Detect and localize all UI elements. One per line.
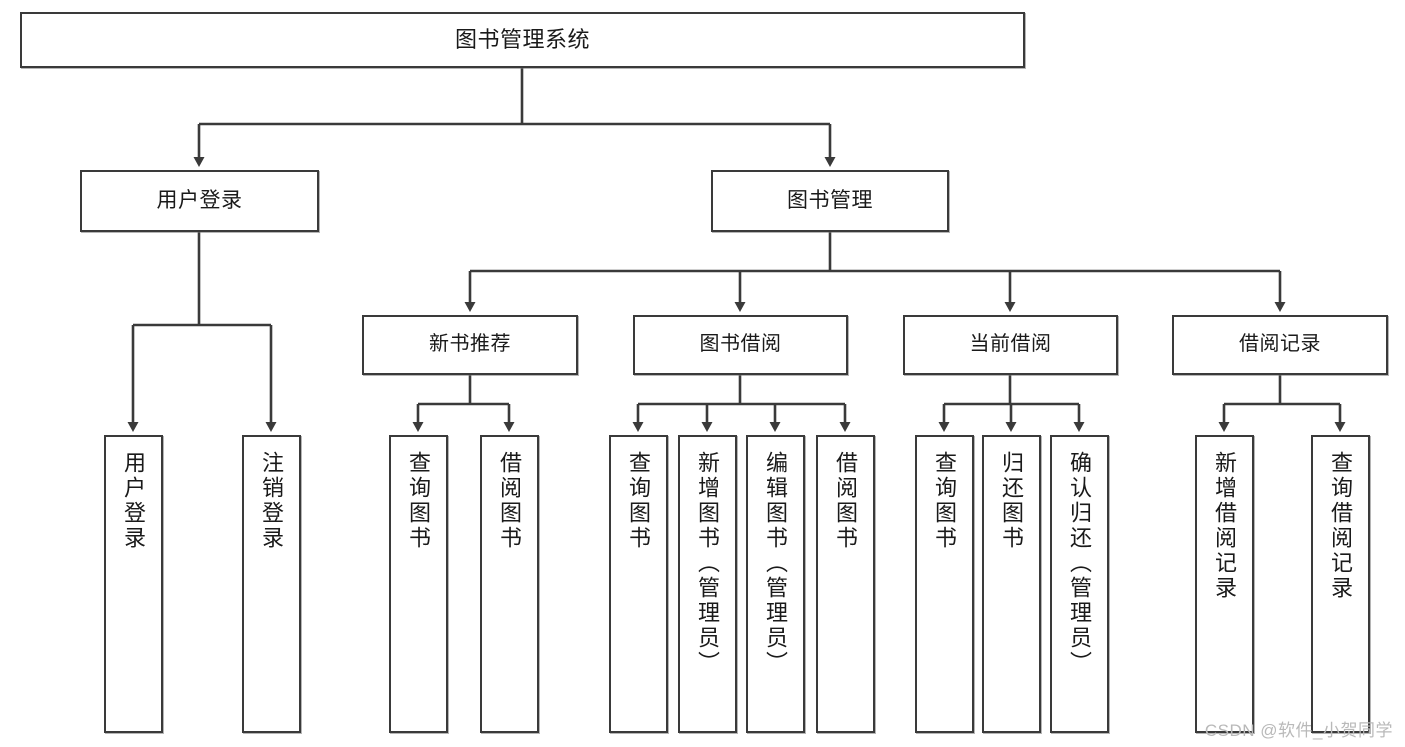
node-new-book-recommend[interactable]: 新书推荐	[362, 315, 578, 375]
node-label: 当前借阅	[969, 333, 1052, 356]
leaf-new-book-query[interactable]: 查询图书	[389, 435, 448, 733]
leaf-new-book-borrow[interactable]: 借阅图书	[480, 435, 539, 733]
node-label: 新增借阅记录	[1212, 451, 1238, 601]
node-label: 用户登录	[121, 451, 147, 551]
leaf-current-borrow-confirm-return[interactable]: 确认归还（管理员）	[1050, 435, 1109, 733]
node-label: 查询借阅记录	[1328, 451, 1354, 601]
node-current-borrow[interactable]: 当前借阅	[903, 315, 1118, 375]
node-label: 确认归还（管理员）	[1067, 451, 1093, 676]
leaf-current-borrow-query[interactable]: 查询图书	[915, 435, 974, 733]
node-book-borrow[interactable]: 图书借阅	[633, 315, 848, 375]
leaf-borrow-record-query[interactable]: 查询借阅记录	[1311, 435, 1370, 733]
leaf-book-borrow-query[interactable]: 查询图书	[609, 435, 668, 733]
node-label: 查询图书	[626, 451, 652, 551]
node-label: 归还图书	[999, 451, 1025, 551]
node-label: 编辑图书（管理员）	[763, 451, 789, 676]
node-root-system[interactable]: 图书管理系统	[20, 12, 1025, 68]
node-label: 图书管理	[787, 188, 873, 212]
leaf-borrow-record-add[interactable]: 新增借阅记录	[1195, 435, 1254, 733]
node-label: 查询图书	[406, 451, 432, 551]
node-label: 借阅记录	[1239, 333, 1321, 356]
node-book-management[interactable]: 图书管理	[711, 170, 949, 232]
leaf-user-login-login[interactable]: 用户登录	[104, 435, 163, 733]
leaf-book-borrow-borrow[interactable]: 借阅图书	[816, 435, 875, 733]
leaf-book-borrow-add[interactable]: 新增图书（管理员）	[678, 435, 737, 733]
node-label: 图书借阅	[699, 333, 782, 356]
node-label: 借阅图书	[497, 451, 523, 551]
node-label: 注销登录	[259, 451, 285, 551]
watermark-text: CSDN @软件_小贺同学	[1204, 721, 1393, 740]
node-label: 用户登录	[156, 188, 243, 212]
node-label: 查询图书	[932, 451, 958, 551]
leaf-book-borrow-edit[interactable]: 编辑图书（管理员）	[746, 435, 805, 733]
leaf-user-login-logout[interactable]: 注销登录	[242, 435, 301, 733]
leaf-current-borrow-return[interactable]: 归还图书	[982, 435, 1041, 733]
node-borrow-record[interactable]: 借阅记录	[1172, 315, 1388, 375]
node-label: 借阅图书	[833, 451, 859, 551]
node-label: 图书管理系统	[454, 27, 590, 53]
node-label: 新书推荐	[429, 333, 511, 356]
node-user-login[interactable]: 用户登录	[80, 170, 319, 232]
node-label: 新增图书（管理员）	[695, 451, 721, 676]
